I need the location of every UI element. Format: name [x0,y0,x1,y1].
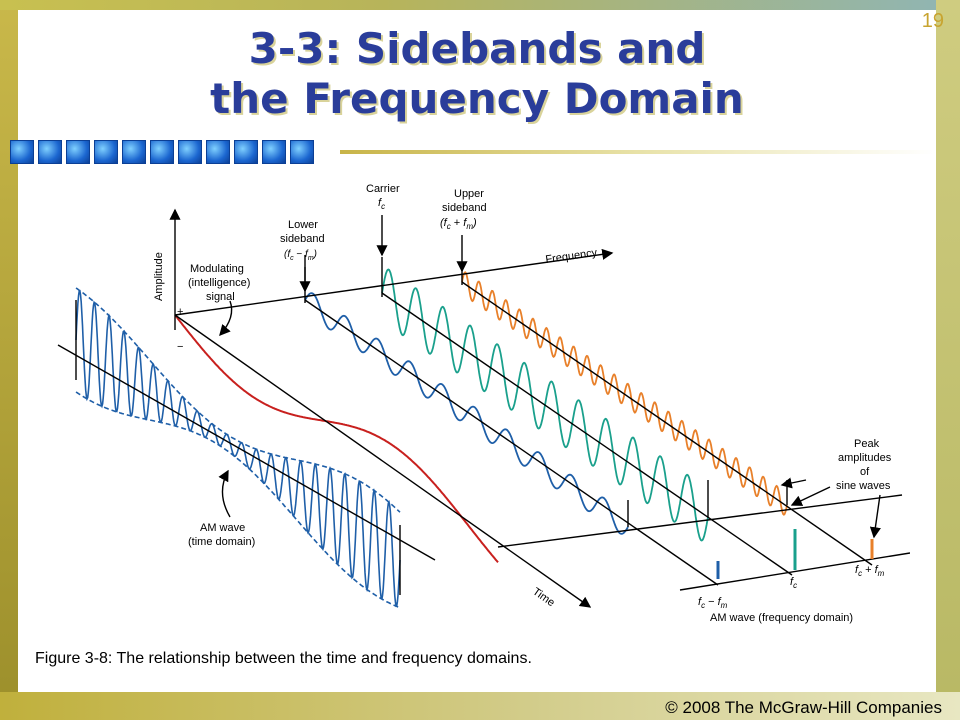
decorative-squares [10,140,318,164]
carrier-label: Carrier [366,183,400,195]
end-plane-axis [497,494,903,548]
peak-label-1: Peak [854,438,880,450]
upper-sideband-formula: (fc + fm) [440,217,477,231]
upper-freq-tick-label: fc + fm [855,564,885,578]
frequency-axis [174,248,614,316]
lower-sideband-wave [304,292,629,535]
figure-caption: Figure 3-8: The relationship between the… [35,650,532,667]
slide-frame-left [0,0,18,720]
amplitude-axis-label: Amplitude [153,252,165,301]
modulating-pointer [219,300,233,337]
peak-label-3: of [860,466,870,478]
slide-content-area [18,10,936,692]
upper-sideband-baseline [461,281,873,566]
am-freq-domain-label: AM wave (frequency domain) [710,612,853,624]
upper-sideband-label-2: sideband [442,202,487,214]
deco-square [262,140,286,164]
decorative-rule [340,150,936,154]
am-time-domain-wave [75,289,401,608]
carrier-freq-tick-label: fc [790,576,797,590]
lower-sideband-label-1: Lower [288,219,318,231]
deco-square [122,140,146,164]
peak-pointer-3 [780,477,807,489]
deco-square [178,140,202,164]
peak-label-4: sine waves [836,480,891,492]
am-time-label-1: AM wave [200,522,245,534]
deco-square [10,140,34,164]
deco-square [150,140,174,164]
copyright-footer: © 2008 The McGraw-Hill Companies [665,698,942,717]
lower-sideband-formula: (fc − fm) [284,249,317,262]
deco-square [66,140,90,164]
time-axis [174,314,592,608]
carrier-symbol: fc [378,197,385,211]
slide-frame-right [936,0,960,720]
lower-sideband-label-2: sideband [280,233,325,245]
carrier-baseline [381,292,793,576]
time-frequency-figure: Amplitude + − Frequency Time Carrier fc … [57,183,910,624]
deco-square [290,140,314,164]
lower-freq-tick-label: fc − fm [698,596,728,610]
frequency-domain-peaks [716,529,874,579]
deco-square [206,140,230,164]
slide-title: 3-3: Sidebands and the Frequency Domain [18,24,936,124]
lower-sideband-baseline [304,299,719,586]
modulating-signal-curve [174,314,499,563]
slide-frame-bottom [0,692,960,720]
frequency-axis-label: Frequency [545,247,599,266]
freq-domain-axis [679,552,910,591]
peak-label-2: amplitudes [838,452,892,464]
slide-frame-top [0,0,960,10]
am-wave-pointer [218,469,231,518]
am-envelope-lower [75,391,401,609]
axis-layer [57,208,910,608]
upper-sideband-label-1: Upper [454,188,484,200]
minus-sign: − [177,341,183,353]
deco-square [38,140,62,164]
deco-square [94,140,118,164]
peak-pointer-1 [790,486,831,506]
modulating-label-3: signal [206,291,235,303]
am-envelope-upper [75,287,401,513]
peak-pointer-2 [869,494,881,539]
plus-sign: + [177,306,183,318]
slide-number: 19 [921,10,944,32]
title-line-2: the Frequency Domain [210,74,744,123]
time-axis-label: Time [530,586,557,610]
am-time-label-2: (time domain) [188,536,255,548]
modulating-label-1: Modulating [190,263,244,275]
title-line-1: 3-3: Sidebands and [248,24,706,73]
modulating-label-2: (intelligence) [188,277,250,289]
time-domain-axis [57,344,436,561]
deco-square [234,140,258,164]
